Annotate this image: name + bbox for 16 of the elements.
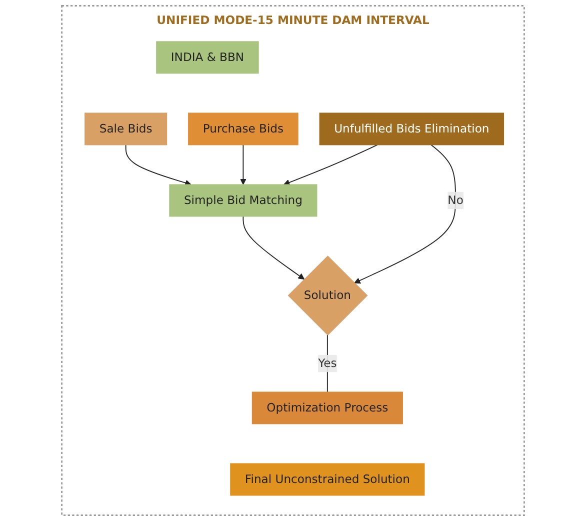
node-box: Purchase Bids xyxy=(188,112,298,146)
arrow xyxy=(242,216,305,280)
node-box: Final Unconstrained Solution xyxy=(230,463,425,496)
edge-label: Yes xyxy=(318,356,337,370)
node-box: Sale Bids xyxy=(84,112,168,146)
node-box: Unfulfilled Bids Elimination xyxy=(319,112,504,146)
node-box: INDIA & BBN xyxy=(156,41,259,74)
connector xyxy=(326,334,328,393)
arrow xyxy=(354,144,456,284)
node-diamond: Solution xyxy=(288,256,368,336)
node-box: Simple Bid Matching xyxy=(169,184,318,217)
arrow xyxy=(125,144,192,186)
edge-label: No xyxy=(448,193,464,207)
node-box: Optimization Process xyxy=(252,392,403,424)
arrow xyxy=(284,144,378,186)
arrow xyxy=(240,144,246,185)
